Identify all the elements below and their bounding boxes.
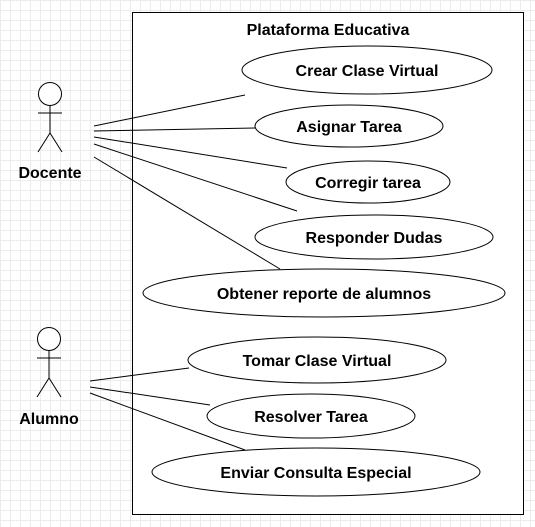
use-case-crear-clase-virtual: Crear Clase Virtual [241,45,493,95]
use-case-ellipse [142,268,506,318]
actor-head [38,82,62,106]
use-case-ellipse [151,447,481,497]
actor-label-docente: Docente [18,165,81,182]
actor-head [37,327,61,351]
actor-left-leg [37,132,51,153]
association-docente-asignar-tarea [93,127,256,132]
use-case-ellipse [187,336,447,384]
use-case-label: Enviar Consulta Especial [220,465,411,482]
use-case-asignar-tarea: Asignar Tarea [254,104,444,148]
use-case-corregir-tarea: Corregir tarea [285,160,451,204]
use-case-ellipse [254,214,494,260]
actor-right-leg [49,132,63,153]
system-title: Plataforma Educativa [247,22,410,39]
use-case-tomar-clase-virtual: Tomar Clase Virtual [187,336,447,384]
association-docente-responder-dudas [93,143,298,212]
use-case-label: Asignar Tarea [296,119,402,136]
use-case-ellipse [285,160,451,204]
actor-docente [37,82,63,153]
actor-left-leg [36,377,50,398]
use-case-responder-dudas: Responder Dudas [254,214,494,260]
association-alumno-enviar-consulta [89,392,246,451]
use-case-label: Resolver Tarea [254,409,368,426]
use-case-label: Corregir tarea [315,175,421,192]
use-case-label: Responder Dudas [306,230,443,247]
use-case-ellipse [206,393,416,439]
associations [89,94,298,451]
association-docente-obtener-reporte [93,156,281,270]
use-case-enviar-consulta: Enviar Consulta Especial [151,447,481,497]
association-alumno-tomar-clase-virtual [89,367,190,382]
use-case-resolver-tarea: Resolver Tarea [206,393,416,439]
use-case-label: Tomar Clase Virtual [243,353,392,370]
use-case-label: Crear Clase Virtual [296,63,439,80]
use-case-ellipse [254,104,444,148]
use-case-label: Obtener reporte de alumnos [217,286,431,303]
use-case-ellipse [241,45,493,95]
actor-label-alumno: Alumno [19,411,79,428]
association-docente-corregir-tarea [93,136,288,169]
actor-right-leg [48,377,62,398]
actor-alumno [36,327,62,398]
association-alumno-resolver-tarea [89,386,211,406]
association-docente-crear-clase-virtual [93,94,246,127]
use-case-obtener-reporte: Obtener reporte de alumnos [142,268,506,318]
